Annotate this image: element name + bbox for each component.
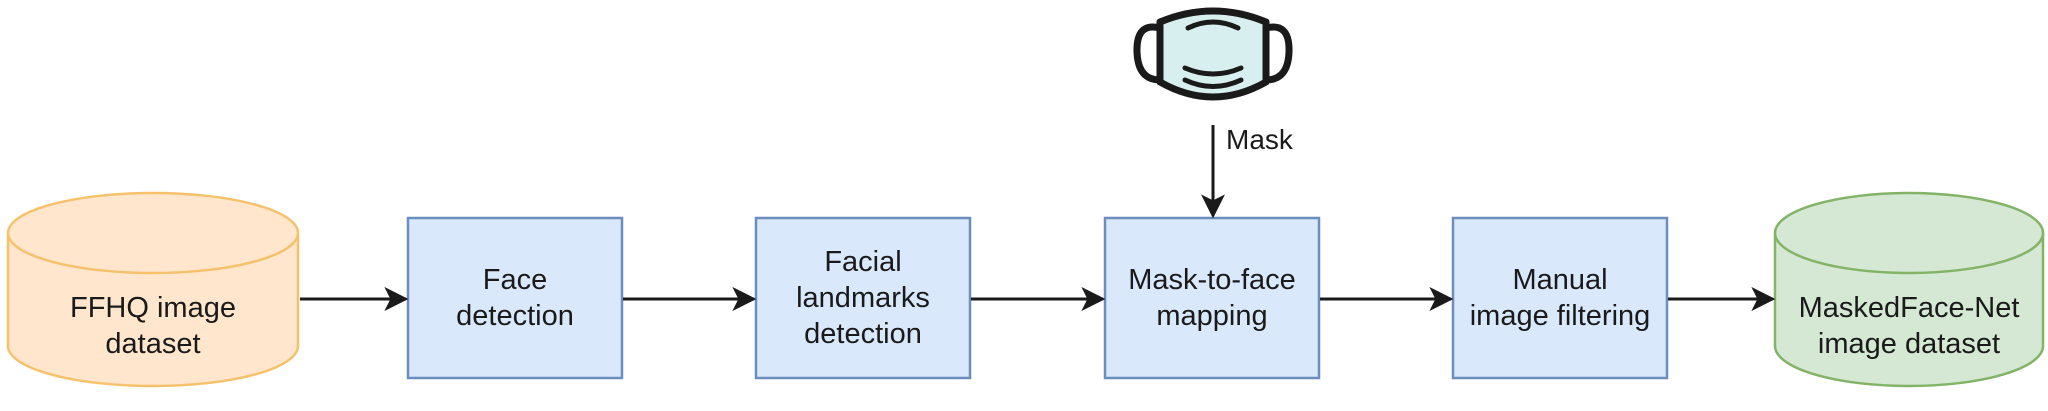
maskedface-net-dataset-label: MaskedFace-Net image dataset [1798, 292, 2020, 360]
ffhq-dataset-label: FFHQ image dataset [70, 292, 236, 360]
mask-edge-label: Mask [1226, 124, 1293, 155]
ffhq-dataset-cylinder [6, 191, 300, 388]
manual-filtering-label: Manual image filtering [1469, 264, 1651, 332]
facial-landmarks-label: Facial landmarks detection [796, 246, 930, 350]
facial-landmarks-box [754, 216, 972, 380]
face-mask-icon [1133, 7, 1293, 101]
face-detection-label: Face detection [456, 264, 574, 332]
maskedface-net-dataset-cylinder [1773, 191, 2045, 388]
mask-to-face-label: Mask-to-face mapping [1128, 264, 1296, 332]
face-detection-box [406, 216, 624, 380]
